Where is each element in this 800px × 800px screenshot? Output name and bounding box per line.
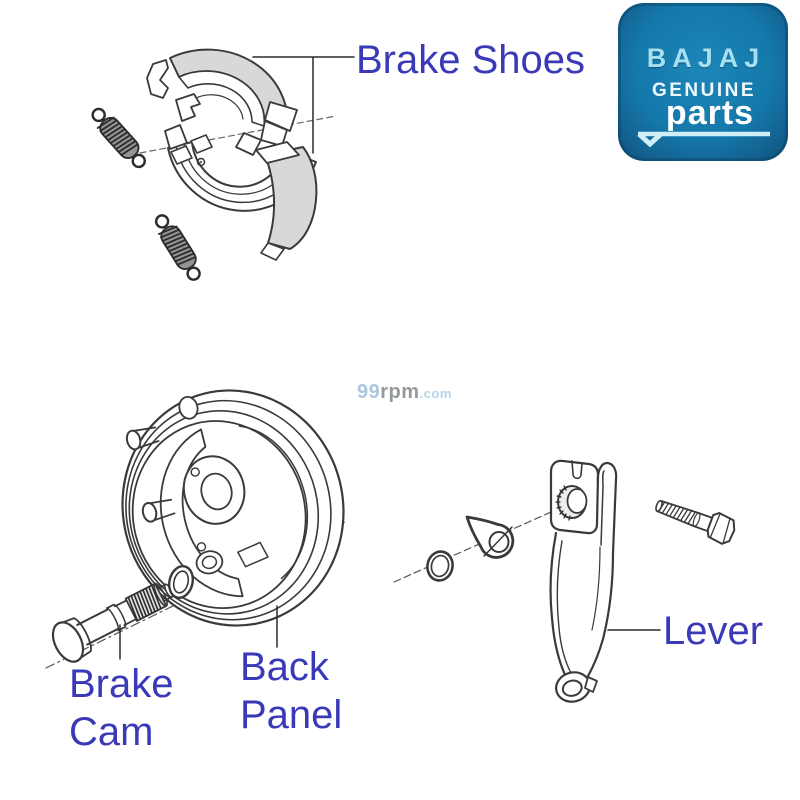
bolt-drawing bbox=[655, 499, 736, 545]
brake-cam-drawing bbox=[51, 582, 174, 663]
watermark-prefix: 99 bbox=[357, 381, 381, 403]
logo-parts-text: parts bbox=[665, 94, 755, 132]
brake-shoe-upper bbox=[146, 48, 298, 156]
return-spring-icon bbox=[86, 102, 153, 173]
wear-indicator-drawing bbox=[465, 515, 515, 559]
o-ring-icon bbox=[167, 565, 195, 599]
bottom-assembly-drawing bbox=[45, 389, 736, 703]
watermark-suffix: .com bbox=[419, 386, 452, 401]
brake-shoes-drawing bbox=[86, 48, 355, 285]
panel-stud bbox=[141, 498, 176, 523]
watermark: 99rpm.com bbox=[357, 381, 452, 404]
leader-line-brake-shoes bbox=[252, 56, 355, 154]
watermark-middle: rpm bbox=[380, 381, 420, 403]
brake-cam-label-line2: Cam bbox=[69, 710, 154, 754]
return-spring-icon bbox=[149, 209, 208, 285]
bajaj-genuine-parts-logo: BAJAJ GENUINE parts bbox=[618, 3, 788, 161]
panel-stud bbox=[125, 426, 160, 451]
logo-genuine-text: GENUINE bbox=[651, 80, 757, 101]
back-panel-label-line1: Back bbox=[240, 645, 329, 689]
brake-shoe-lower bbox=[164, 124, 318, 261]
lever-drawing bbox=[549, 458, 618, 703]
down-arrow-icon bbox=[637, 132, 663, 148]
lever-axis-center-line bbox=[393, 507, 561, 583]
logo-brand-text: BAJAJ bbox=[646, 43, 766, 73]
o-ring-icon bbox=[426, 550, 454, 582]
back-panel-label-line2: Panel bbox=[240, 693, 343, 737]
brake-shoes-label: Brake Shoes bbox=[356, 38, 586, 82]
lever-label: Lever bbox=[663, 609, 764, 653]
brake-cam-label-line1: Brake bbox=[69, 662, 174, 706]
parts-underline bbox=[637, 131, 770, 148]
